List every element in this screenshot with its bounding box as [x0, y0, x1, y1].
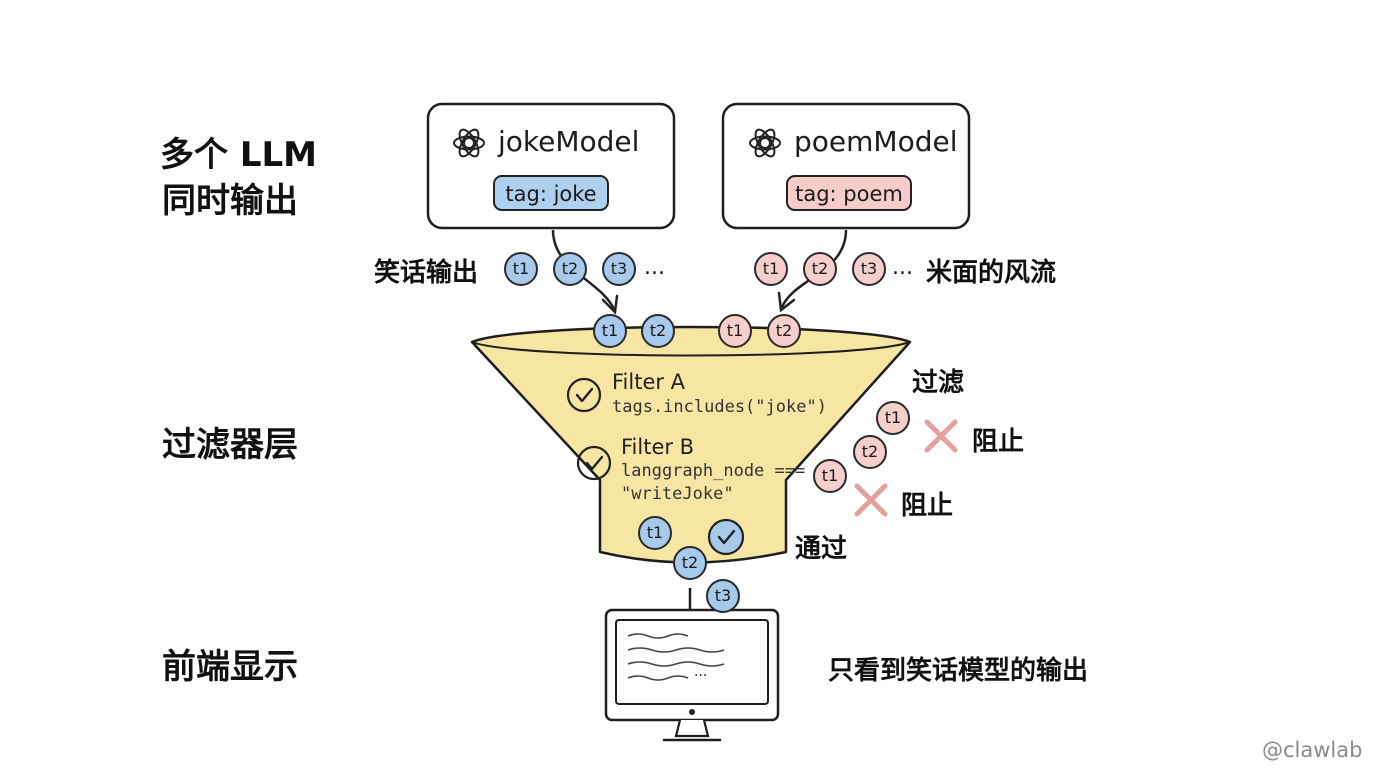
token: t3: [852, 252, 886, 286]
token: t3: [602, 252, 636, 286]
block-x-icon: [854, 483, 888, 517]
filter-b-title: Filter B: [621, 435, 695, 459]
joke-stream-ellipsis: ...: [644, 255, 665, 280]
token: t2: [853, 435, 887, 469]
section-label-llm-line2: 同时输出: [162, 181, 298, 221]
filter-a-expression: tags.includes("joke"): [612, 397, 827, 417]
block-label: 阻止: [901, 491, 954, 521]
pass-check-icon: [707, 518, 745, 556]
poem-stream-arrowhead: [777, 291, 796, 313]
section-label-llm-line1: 多个 LLM: [160, 135, 318, 175]
openai-logo-icon: [453, 128, 485, 158]
block-label: 阻止: [972, 427, 1025, 457]
result-label: 只看到笑话模型的输出: [828, 656, 1089, 686]
token: t2: [553, 252, 587, 286]
watermark: @clawlab: [1262, 738, 1363, 762]
token: t2: [767, 314, 801, 348]
check-icon: [576, 445, 612, 481]
token: t2: [803, 252, 837, 286]
poem-tag-badge: tag: poem: [786, 175, 912, 211]
token: t2: [673, 546, 707, 580]
check-icon: [566, 377, 602, 413]
filter-label: 过滤: [912, 368, 965, 398]
joke-stream-arrowhead: [601, 294, 619, 315]
token: t1: [813, 459, 847, 493]
filter-funnel: [470, 325, 912, 564]
token: t1: [638, 516, 672, 550]
token: t1: [593, 314, 627, 348]
poem-stream-ellipsis: ...: [892, 255, 913, 280]
poem-stream-label: 米面的风流: [926, 258, 1057, 288]
joke-model-box: [426, 102, 676, 230]
token: t2: [641, 314, 675, 348]
joke-tag-badge: tag: joke: [493, 175, 609, 211]
joke-model-name: jokeModel: [498, 125, 640, 158]
openai-logo-icon: [749, 128, 781, 158]
filter-a-title: Filter A: [612, 370, 686, 394]
pass-label: 通过: [795, 534, 848, 564]
section-label-frontend: 前端显示: [162, 647, 298, 687]
token: t3: [706, 579, 740, 613]
monitor-icon: [604, 608, 780, 742]
token: t1: [504, 252, 538, 286]
funnel-rim: [471, 341, 911, 357]
block-x-icon: [924, 419, 958, 453]
token: t1: [718, 314, 752, 348]
token: t1: [754, 252, 788, 286]
filter-b-expression-line1: langgraph_node ===: [621, 461, 806, 481]
section-label-filter-layer: 过滤器层: [162, 425, 298, 465]
token: t1: [876, 401, 910, 435]
filter-b-expression-line2: "writeJoke": [621, 484, 734, 504]
joke-stream-label: 笑话输出: [374, 258, 479, 288]
poem-model-name: poemModel: [794, 125, 958, 158]
screen-ellipsis: ...: [694, 664, 708, 680]
